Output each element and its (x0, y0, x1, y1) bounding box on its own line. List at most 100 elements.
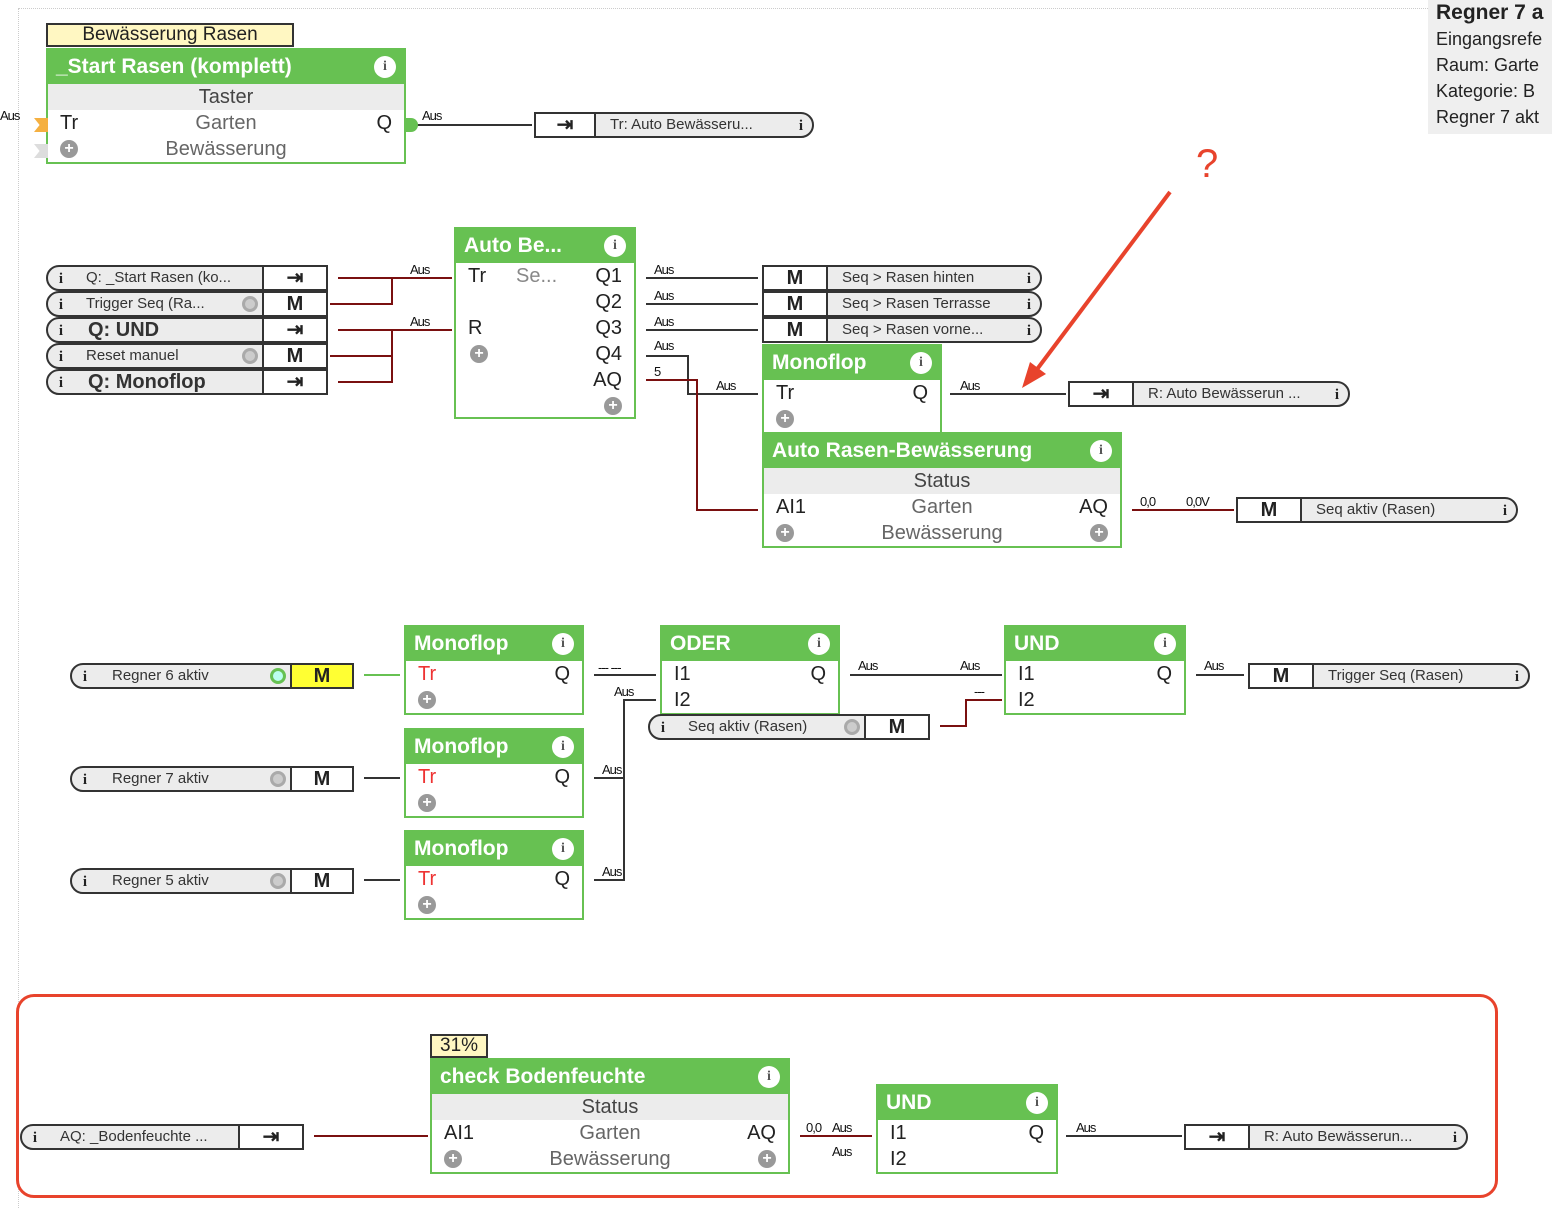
add-input-icon[interactable]: + (776, 410, 794, 428)
input-pin[interactable] (34, 144, 48, 158)
ref-label: Trigger Seq (Rasen) (1328, 667, 1464, 684)
output-ref-icon: ⇥ (238, 1124, 304, 1150)
output-ref-icon: ⇥ (262, 317, 328, 343)
add-input-icon[interactable]: + (60, 140, 78, 158)
wire (364, 777, 400, 881)
wire-value: Aus (960, 378, 980, 393)
info-icon[interactable]: i (552, 736, 574, 758)
wire-value: Aus (410, 314, 430, 329)
ref-label: AQ: _Bodenfeuchte ... (60, 1128, 208, 1145)
output-pin[interactable] (406, 118, 418, 132)
block-title: Auto Rasen-Bewässerung (772, 439, 1033, 462)
info-icon[interactable]: i (1154, 633, 1176, 655)
info-icon[interactable]: i (1026, 323, 1032, 339)
memory-flag: M (762, 265, 828, 291)
ref-label: Seq > Rasen Terrasse (842, 295, 991, 312)
input-label: AI1 (776, 496, 807, 518)
info-icon[interactable]: i (1026, 271, 1032, 287)
ref-r-auto-2[interactable]: ⇥R: Auto Bewässerun...i (1184, 1124, 1468, 1150)
add-output-icon[interactable]: + (1090, 524, 1108, 542)
block-room: Garten (579, 1122, 641, 1144)
memory-flag: M (262, 343, 328, 369)
add-input-icon[interactable]: + (444, 1150, 462, 1168)
add-input-icon[interactable]: + (470, 345, 488, 363)
block-title: Monoflop (772, 351, 867, 374)
ref-tr-auto[interactable]: ⇥ Tr: Auto Bewässeru... i (534, 112, 814, 138)
ref-label: Seq > Rasen hinten (842, 269, 975, 286)
output-ref-icon: ⇥ (262, 265, 328, 291)
memory-flag: M (762, 291, 828, 317)
add-output-icon[interactable]: + (604, 397, 622, 415)
input-label: R (468, 317, 483, 339)
info-icon[interactable]: i (1026, 1092, 1048, 1114)
wire-value: Aus (832, 1144, 852, 1159)
status-radio-icon (270, 771, 286, 787)
info-icon[interactable]: i (910, 352, 932, 374)
info-icon[interactable]: i (1502, 503, 1508, 519)
info-icon[interactable]: i (374, 56, 396, 78)
info-icon[interactable]: i (604, 235, 626, 257)
ref-label: Seq > Rasen vorne... (842, 321, 984, 338)
input-label: Tr (418, 868, 437, 890)
wire-value: 0,0V (1186, 494, 1210, 509)
ref-r-auto[interactable]: ⇥R: Auto Bewässerun ...i (1068, 381, 1350, 407)
info-icon[interactable]: i (798, 118, 804, 134)
info-icon[interactable]: i (1026, 297, 1032, 313)
info-icon[interactable]: i (1514, 669, 1520, 685)
ref-label: Q: Monoflop (88, 371, 206, 393)
add-input-icon[interactable]: + (776, 524, 794, 542)
block-room: Garten (911, 496, 973, 518)
ref-label: Tr: Auto Bewässeru... (610, 116, 753, 133)
input-label: Tr (60, 112, 79, 134)
info-icon[interactable]: i (1452, 1130, 1458, 1146)
status-radio-icon (844, 719, 860, 735)
output-label: Q1 (595, 265, 622, 287)
add-output-icon[interactable]: + (758, 1150, 776, 1168)
wire-value: Aus (654, 338, 674, 353)
info-icon[interactable]: i (1334, 387, 1340, 403)
info-icon[interactable]: i (758, 1066, 780, 1088)
wire-value: Aus (1204, 658, 1224, 673)
info-icon[interactable]: i (552, 633, 574, 655)
add-input-icon[interactable]: + (418, 691, 436, 709)
input-pin[interactable] (34, 118, 48, 132)
ref-seq-hinten[interactable]: M Seq > Rasen hinten i (762, 265, 1042, 291)
block-title: Monoflop (414, 632, 509, 655)
add-input-icon[interactable]: + (418, 896, 436, 914)
info-icon[interactable]: i (808, 633, 830, 655)
block-title: Monoflop (414, 735, 509, 758)
input-label: I1 (1018, 663, 1035, 685)
output-label: Q2 (595, 291, 622, 313)
output-label: Q (554, 663, 570, 685)
info-icon[interactable]: i (552, 838, 574, 860)
status-radio-icon (242, 348, 258, 364)
add-input-icon[interactable]: + (418, 794, 436, 812)
output-label: Q (810, 663, 826, 685)
ref-seq-terrasse[interactable]: M Seq > Rasen Terrasse i (762, 291, 1042, 317)
info-icon[interactable]: i (1090, 440, 1112, 462)
